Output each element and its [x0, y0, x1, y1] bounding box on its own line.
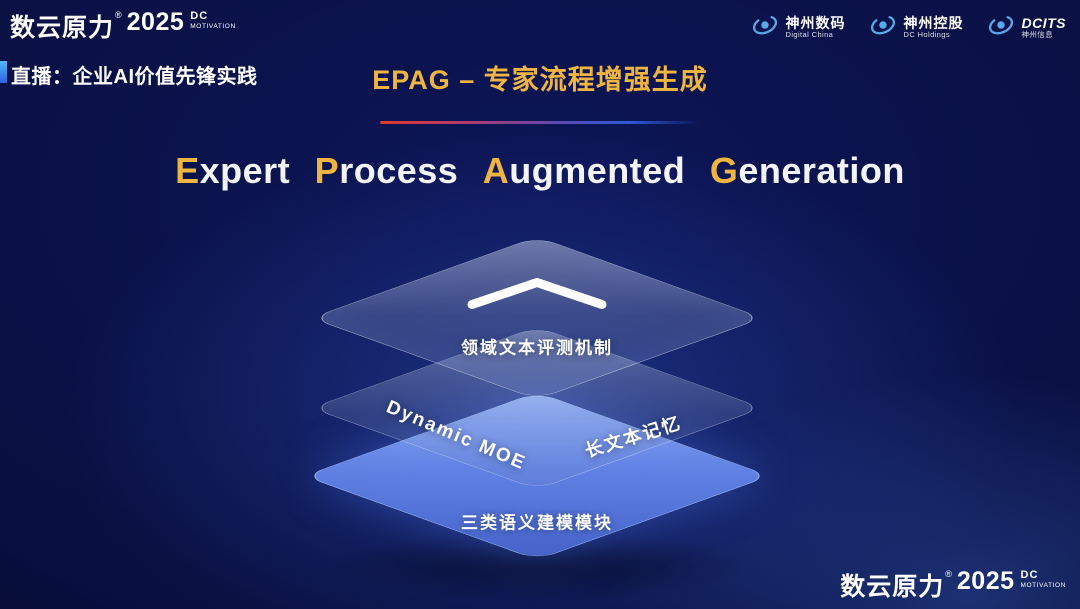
brand-logo: 数云原力 ® 2025 DC MOTIVATION: [10, 8, 236, 44]
partner-logo-digital-china: 神州数码 Digital China: [750, 10, 846, 45]
partner-logos: 神州数码 Digital China 神州控股 DC Holdings: [750, 10, 1067, 45]
partner-subname: DC Holdings: [903, 30, 950, 40]
brand-sub-top: DC: [1020, 569, 1039, 581]
brand-name: 数云原力: [840, 573, 945, 601]
layer-label-semantic-modules: 三类语义建模模块: [461, 513, 613, 533]
brand-subtext: DC MOTIVATION: [190, 11, 235, 31]
orbit-swoosh-icon: [986, 10, 1016, 45]
brand-name: 数云原力: [10, 14, 115, 42]
partner-logo-dc-holdings: 神州控股 DC Holdings: [868, 10, 964, 45]
subtitle-word: Process: [314, 150, 459, 191]
chevron-up-icon: [462, 274, 612, 319]
live-accent-mark: [0, 61, 7, 83]
brand-subtext: DC MOTIVATION: [1021, 570, 1066, 590]
partner-logo-dcits: DCITS 神州信息: [986, 10, 1067, 45]
brand-year: 2025: [126, 8, 185, 36]
subtitle: Expert Process Augmented Generation: [0, 150, 1080, 192]
footer-brand-logo: 数云原力 ® 2025 DC MOTIVATION: [840, 567, 1066, 603]
subtitle-word: Augmented: [482, 150, 686, 191]
layer-label-evaluation: 领域文本评测机制: [461, 338, 613, 358]
subtitle-word: Expert: [175, 150, 291, 191]
orbit-swoosh-icon: [868, 10, 898, 45]
partner-name: 神州数码: [785, 14, 846, 31]
subtitle-word: Generation: [709, 150, 905, 191]
brand-sub-bottom: MOTIVATION: [190, 23, 236, 30]
partner-name: DCITS: [1021, 14, 1066, 31]
partner-subname: Digital China: [785, 30, 834, 40]
partner-name: 神州控股: [903, 14, 964, 31]
brand-sub-bottom: MOTIVATION: [1020, 582, 1066, 589]
title-underline: [380, 121, 700, 124]
brand-year: 2025: [956, 567, 1015, 595]
live-stream-label: 直播：企业AI价值先锋实践: [11, 66, 258, 88]
orbit-swoosh-icon: [750, 10, 780, 45]
brand-registered-mark: ®: [115, 10, 122, 20]
brand-sub-top: DC: [190, 10, 209, 22]
partner-subname: 神州信息: [1021, 30, 1054, 40]
brand-registered-mark: ®: [945, 569, 952, 579]
